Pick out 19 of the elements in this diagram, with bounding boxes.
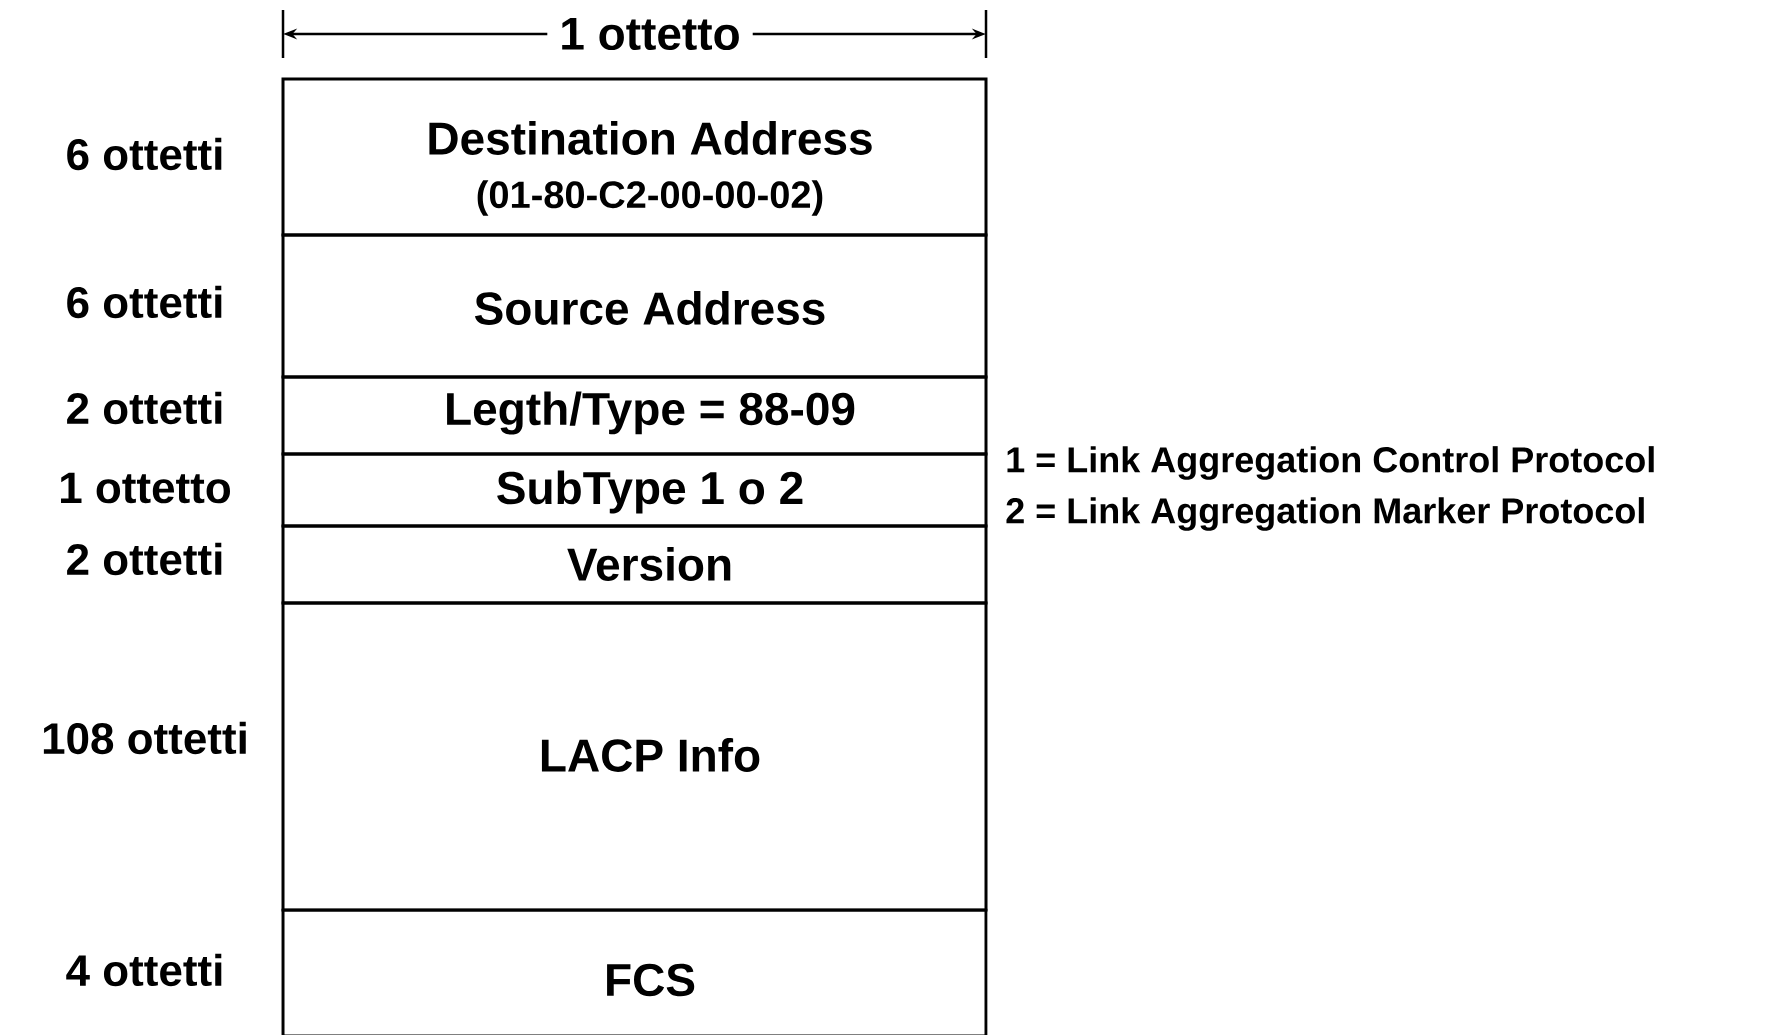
size-label: 1 ottetto (61, 472, 230, 504)
dimension-label: 1 ottetto (547, 15, 753, 53)
field-text: Legth/Type = 88-09 (447, 391, 855, 435)
field-text: SubType 1 o 2 (497, 470, 803, 514)
field-band (281, 908, 988, 1035)
field-text: Version (567, 547, 731, 581)
size-label: 2 ottetti (67, 542, 222, 576)
size-label: 108 ottetti (43, 721, 246, 755)
note-text: 2 = Link Aggregation Marker Protocol (1006, 497, 1644, 531)
note-text: 1 = Link Aggregation Control Protocol (1007, 446, 1654, 480)
size-label: 6 ottetti (67, 137, 222, 171)
field-text: FCS (607, 963, 695, 997)
size-label: 6 ottetti (67, 285, 222, 319)
field-text: LACP Info (541, 738, 760, 772)
size-label: 2 ottetti (67, 391, 222, 425)
field-text: Destination Address (429, 121, 872, 155)
field-text: (01-80-C2-00-00-02) (477, 180, 823, 216)
field-text: Source Address (474, 291, 825, 325)
size-label: 4 ottetti (66, 953, 222, 987)
